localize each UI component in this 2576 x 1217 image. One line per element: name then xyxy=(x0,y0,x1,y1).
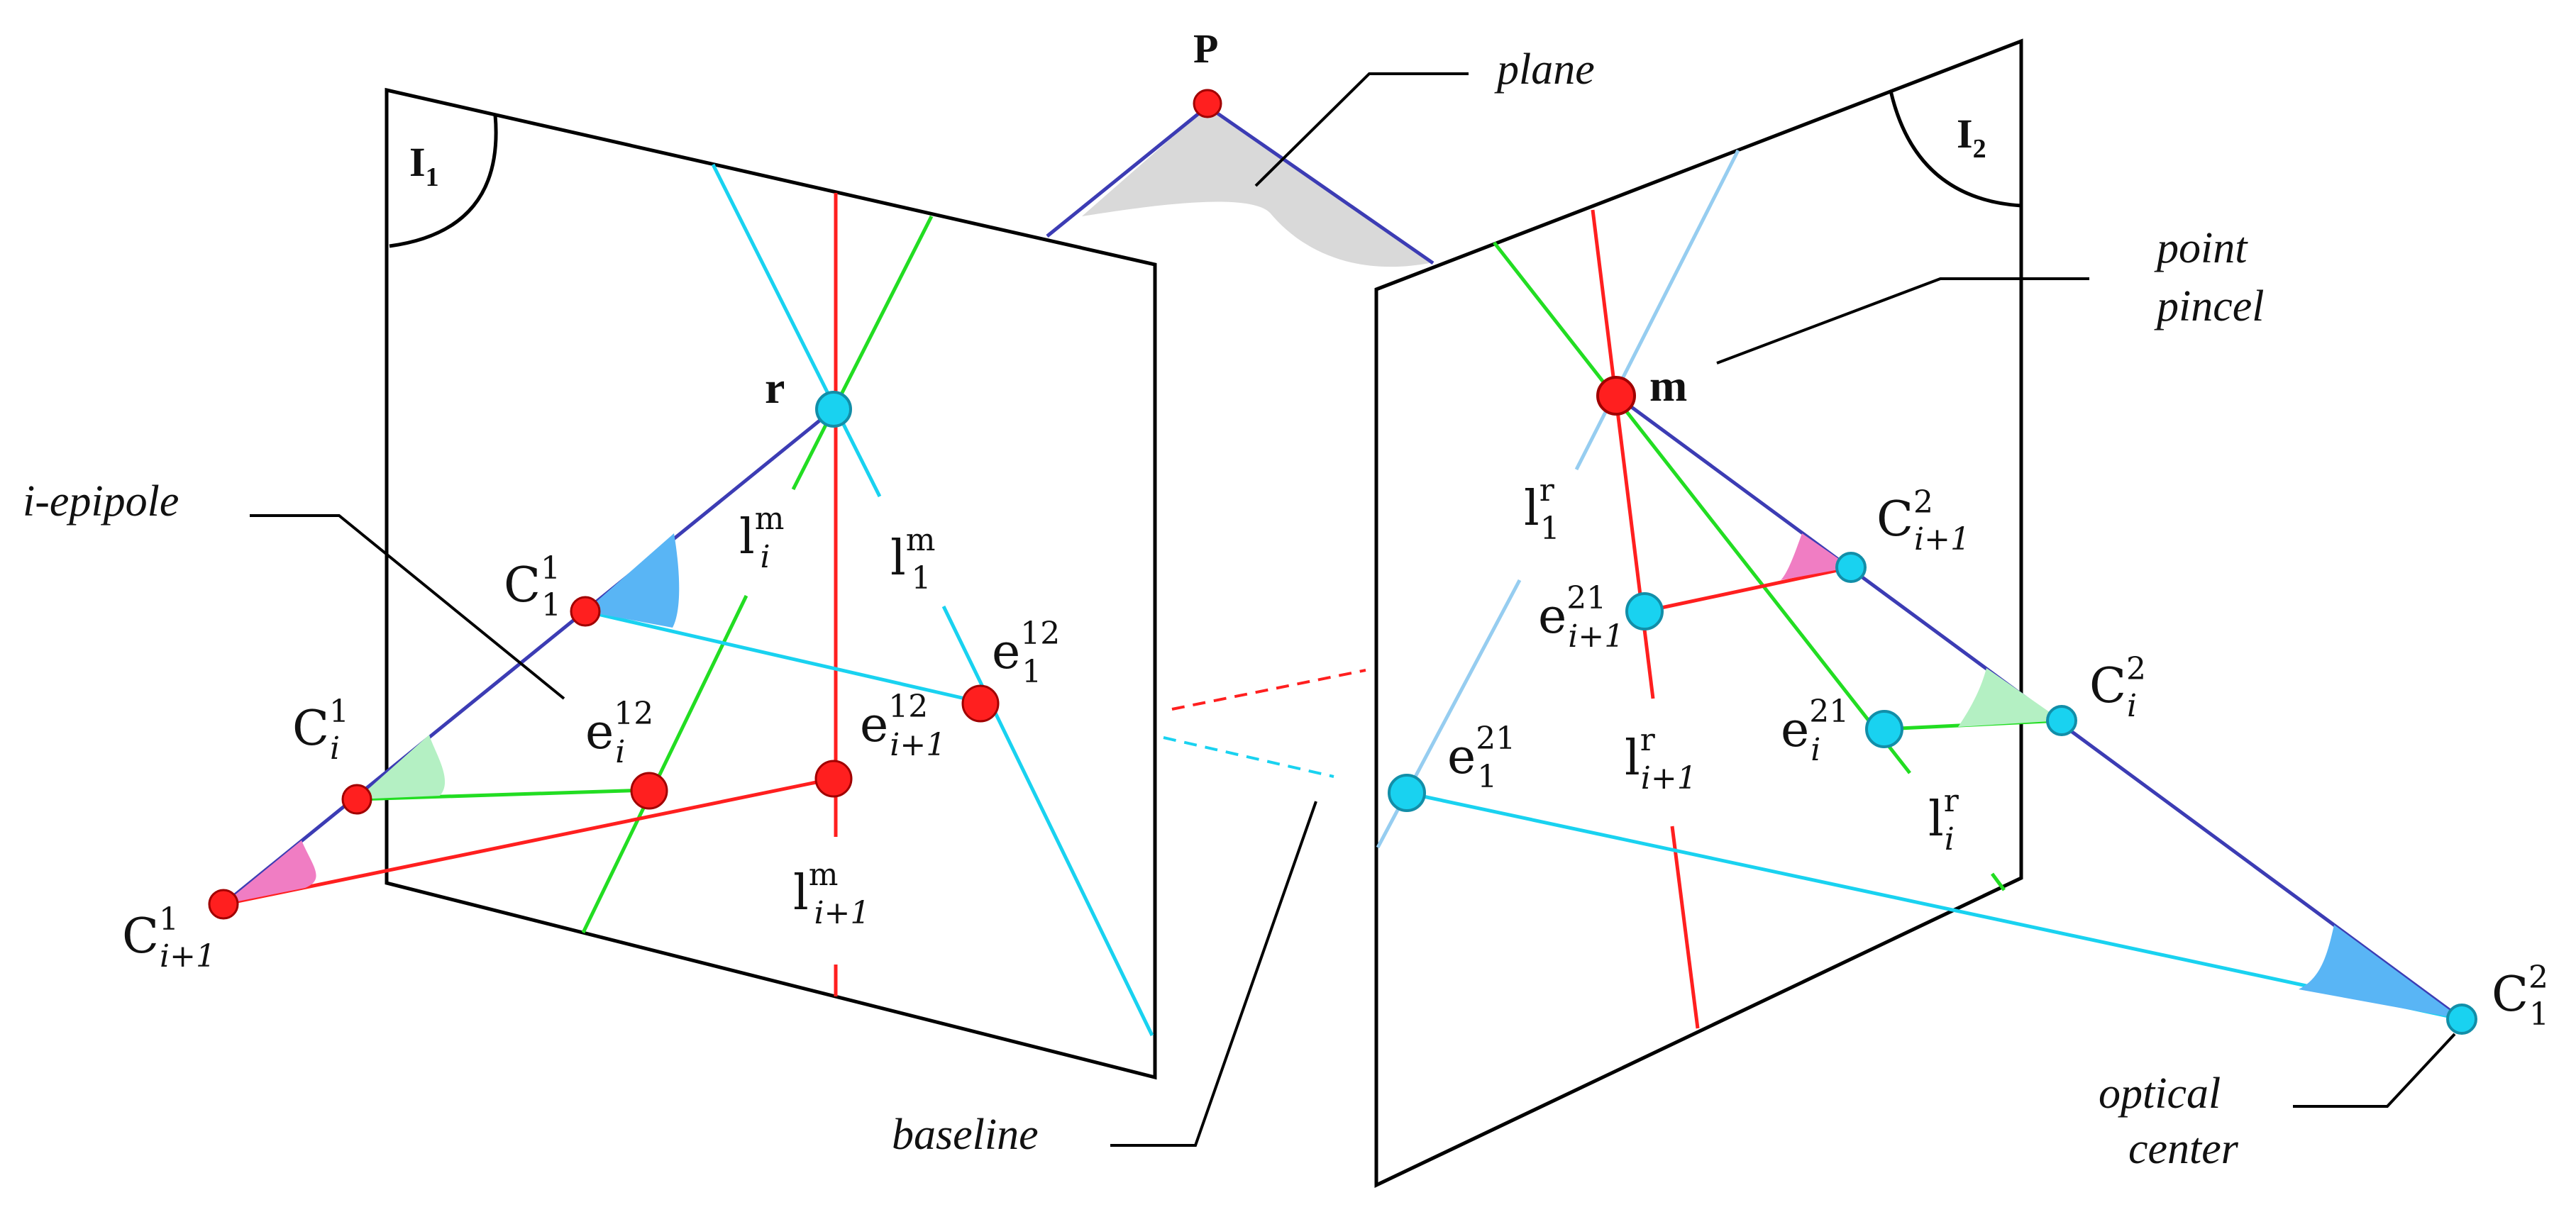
point-Ci11 xyxy=(208,889,239,920)
leader-point-pincel xyxy=(1716,277,2089,365)
image-plane-2-frame xyxy=(1374,38,2023,1188)
wedge-green-ci2 xyxy=(1958,668,2062,727)
point-e121 xyxy=(1388,774,1426,812)
line-lim-lower xyxy=(581,594,748,934)
labels: P plane I1 I2 point pincel i-epipole bas… xyxy=(23,26,2549,1173)
line-l1m-lower xyxy=(941,605,1154,1037)
image-plane-1-frame xyxy=(385,87,1157,1080)
label-P: P xyxy=(1193,26,1218,72)
point-Ci1 xyxy=(341,784,372,815)
points xyxy=(208,89,2477,1035)
label-pincel: pincel xyxy=(2154,282,2265,330)
point-Ci12 xyxy=(1835,552,1867,583)
baseline-dash-red xyxy=(1171,669,1366,711)
label-optical: optical xyxy=(2099,1069,2221,1118)
point-Ci2 xyxy=(2046,705,2077,736)
label-I1: I1 xyxy=(409,139,439,192)
baseline-dash-cyan xyxy=(1163,736,1334,778)
label-center: center xyxy=(2128,1125,2239,1173)
image-plane-2 xyxy=(1374,38,2023,1188)
wedge-pink-ci12 xyxy=(1781,533,1851,580)
ray-c12-e121 xyxy=(1406,791,2462,1021)
point-e112 xyxy=(961,684,1000,723)
line-lir-upper xyxy=(1493,241,1911,774)
wedge-blue-c12 xyxy=(2299,925,2462,1019)
image-plane-2-corner-arc xyxy=(1889,90,2022,208)
leader-optical-center xyxy=(2293,1033,2456,1108)
label-point: point xyxy=(2154,224,2248,272)
ray-ci12-ei121 xyxy=(1644,565,1852,613)
image-plane-1-corner-arc xyxy=(389,114,498,248)
plane-patch xyxy=(1046,104,1435,267)
label-baseline: baseline xyxy=(892,1111,1039,1159)
leader-baseline xyxy=(1110,801,1317,1147)
label-I2: I2 xyxy=(1957,111,1986,164)
line-blue-image-1 xyxy=(222,408,835,906)
label-r: r xyxy=(765,362,785,413)
label-plane: plane xyxy=(1494,45,1595,94)
wedge-pink-ci11 xyxy=(223,840,316,904)
label-i-epipole: i-epipole xyxy=(23,477,179,526)
line-lim-upper xyxy=(791,215,934,491)
point-P xyxy=(1193,89,1222,118)
image-1-wedges xyxy=(223,533,680,904)
ray-ci11-ei112 xyxy=(223,777,834,906)
wedge-blue-c11 xyxy=(585,533,680,628)
baseline-dashes xyxy=(1163,669,1366,778)
point-C11 xyxy=(570,596,601,627)
point-r xyxy=(815,391,852,428)
image-1-lines xyxy=(222,163,1154,1037)
line-li1r-lower xyxy=(1670,826,1700,1029)
leader-i-epipole xyxy=(250,514,565,700)
ray-ci1-ei12 xyxy=(356,788,650,801)
leader-plane xyxy=(1254,72,1469,187)
ray-c11-e112 xyxy=(585,609,981,704)
plane-edge-left xyxy=(1046,105,1209,238)
leader-lines xyxy=(250,72,2456,1147)
point-ei21 xyxy=(1865,710,1903,748)
image-plane-1 xyxy=(385,87,1157,1080)
plane-edge-right xyxy=(1206,104,1435,265)
point-ei12 xyxy=(630,772,668,810)
line-l1r-upper xyxy=(1574,149,1740,471)
wedge-green-ci1 xyxy=(357,735,446,799)
plane-fill xyxy=(1082,106,1433,267)
line-l1m-upper xyxy=(711,163,882,498)
point-ei112 xyxy=(814,760,853,798)
point-ei121 xyxy=(1625,592,1664,630)
image-2-wedges xyxy=(1781,533,2462,1019)
point-m xyxy=(1596,376,1636,416)
label-m: m xyxy=(1649,360,1687,411)
line-lir-lower xyxy=(1990,872,2006,891)
point-C12 xyxy=(2446,1004,2477,1035)
